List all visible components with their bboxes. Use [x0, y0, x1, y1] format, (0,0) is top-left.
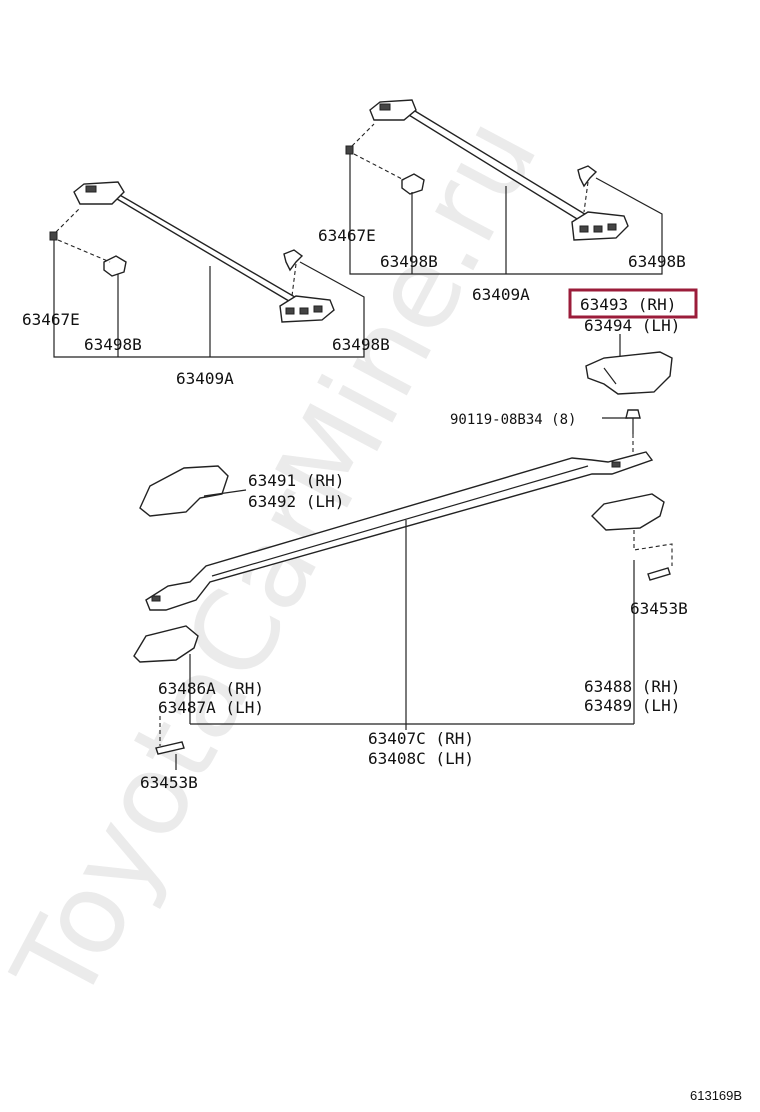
- label-leg-front-rh: 63486A (RH): [158, 679, 264, 698]
- crossbar-right-drawing: [345, 99, 663, 275]
- knob-icon: [577, 165, 598, 188]
- crossbar-left-drawing: [49, 181, 365, 358]
- screw-icon: [345, 145, 354, 155]
- figure-code: 613169B: [690, 1088, 742, 1103]
- label-end-cover-rear-rh: 63493 (RH): [580, 295, 676, 314]
- label-crossbar-right-knob-right: 63498B: [628, 252, 686, 271]
- crossbar-left-bar: [110, 193, 302, 305]
- label-end-cover-front-lh: 63492 (LH): [248, 492, 344, 511]
- label-clip-front: 63453B: [140, 773, 198, 792]
- label-crossbar-left-screw: 63467E: [22, 310, 80, 329]
- label-bolt: 90119-08B34 (8): [450, 412, 576, 428]
- leg-front-part: [133, 625, 199, 663]
- label-crossbar-right-bar: 63409A: [472, 285, 530, 304]
- label-clip-rear: 63453B: [630, 599, 688, 618]
- end-cover-rear-part: [585, 351, 673, 395]
- knob-icon: [283, 249, 304, 272]
- label-leg-rear-rh: 63488 (RH): [584, 677, 680, 696]
- knob-icon: [401, 173, 425, 195]
- label-end-cover-rear-lh: 63494 (LH): [584, 316, 680, 335]
- label-leg-rear-lh: 63489 (LH): [584, 696, 680, 715]
- label-crossbar-left-knob-left: 63498B: [84, 335, 142, 354]
- label-crossbar-right-screw: 63467E: [318, 226, 376, 245]
- bolt-icon: [625, 409, 641, 419]
- roof-rail-part: [145, 451, 654, 611]
- screw-icon: [49, 231, 58, 241]
- label-rail-lh: 63408C (LH): [368, 749, 474, 768]
- label-crossbar-left-knob-right: 63498B: [332, 335, 390, 354]
- label-crossbar-right-knob-left: 63498B: [380, 252, 438, 271]
- crossbar-right-mount-left: [369, 99, 417, 121]
- label-leg-front-lh: 63487A (LH): [158, 698, 264, 717]
- clip-front-icon: [155, 741, 185, 755]
- label-rail-rh: 63407C (RH): [368, 729, 474, 748]
- label-crossbar-left-bar: 63409A: [176, 369, 234, 388]
- leg-rear-part: [591, 493, 665, 531]
- clip-rear-icon: [647, 567, 671, 581]
- end-cover-front-part: [139, 465, 229, 517]
- highlight-box: [568, 288, 698, 319]
- crossbar-left-mount-left: [73, 181, 125, 205]
- knob-icon: [103, 255, 127, 277]
- label-end-cover-front-rh: 63491 (RH): [248, 471, 344, 490]
